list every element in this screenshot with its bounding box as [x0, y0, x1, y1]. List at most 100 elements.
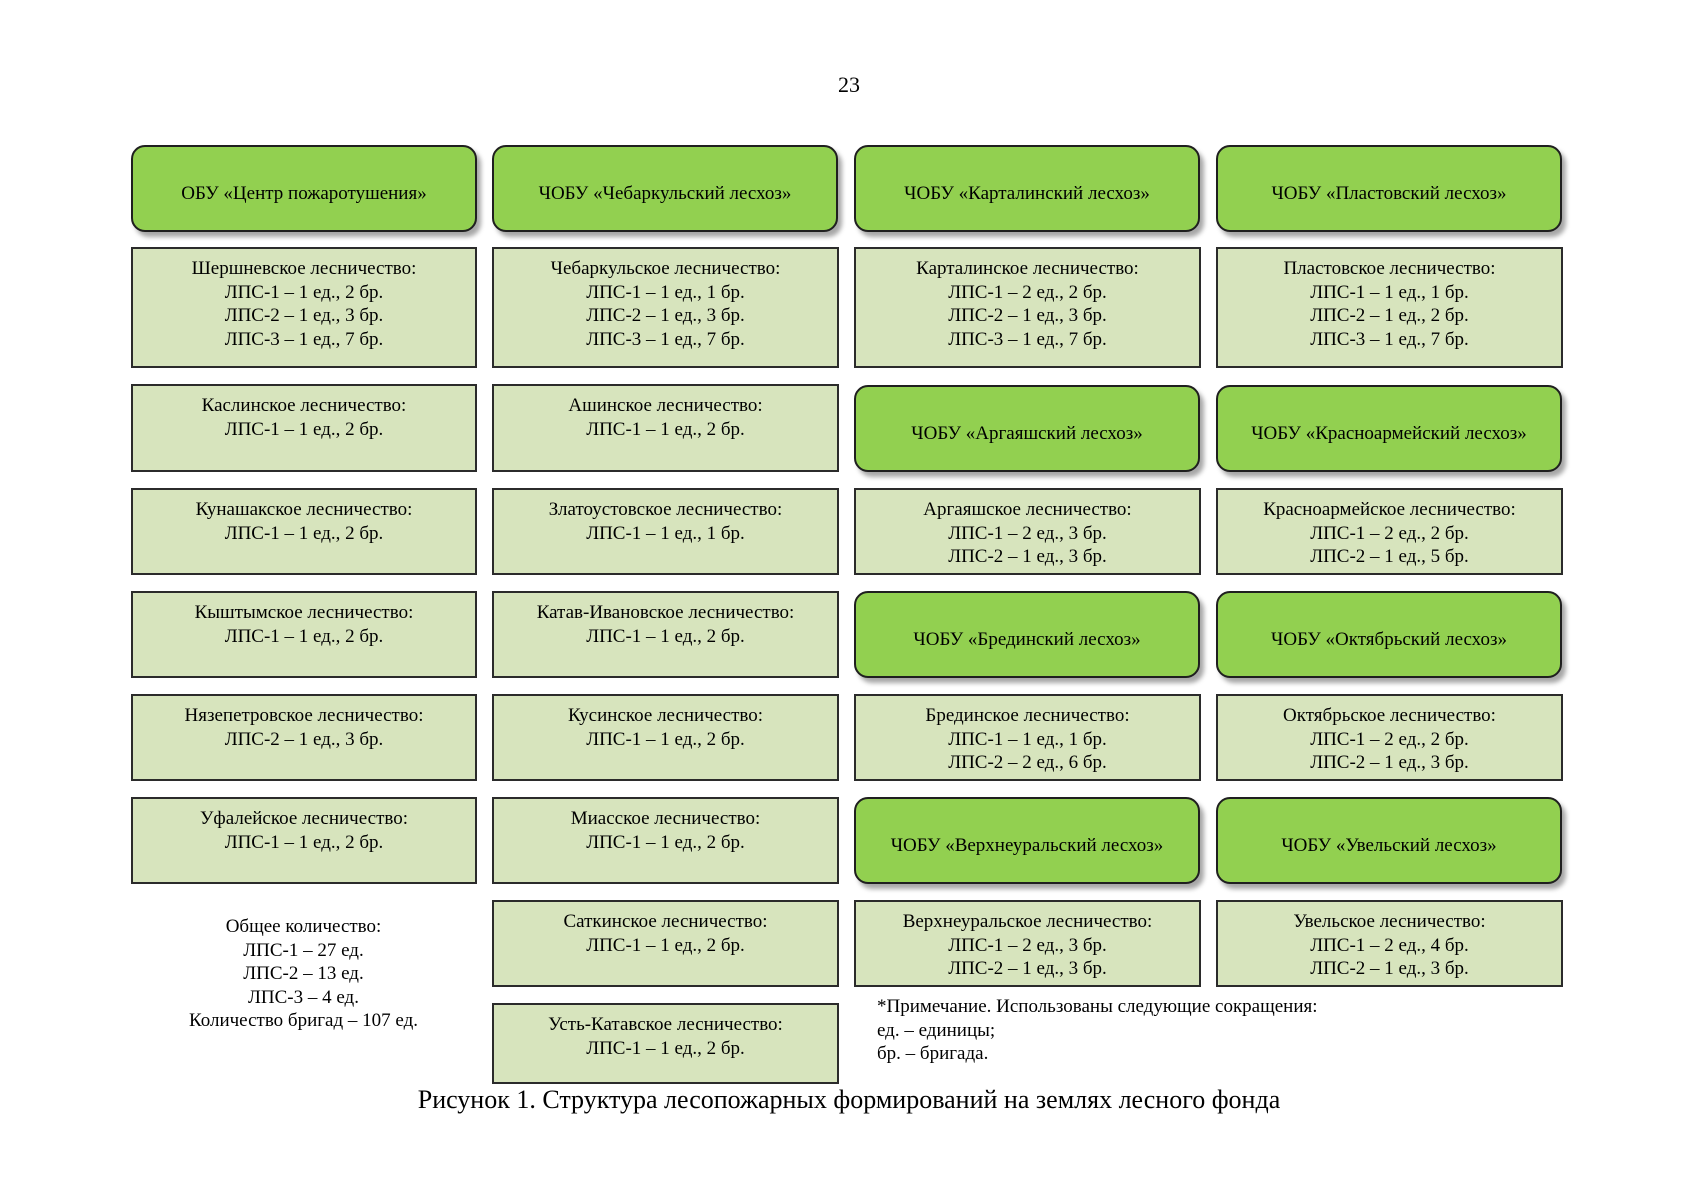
unit-line: ЛПС-2 – 1 ед., 5 бр. [1310, 546, 1469, 567]
org-box-verkhneuralsk: ЧОБУ «Верхнеуральский лесхоз» [854, 797, 1200, 884]
unit-box-kusa: Кусинское лесничество: ЛПС-1 – 1 ед., 2 … [492, 694, 839, 781]
summary-line: ЛПС-3 – 4 ед. [248, 986, 359, 1008]
unit-line: ЛПС-1 – 1 ед., 2 бр. [586, 1037, 745, 1059]
unit-box-kunashak: Кунашакское лесничество: ЛПС-1 – 1 ед., … [131, 488, 477, 575]
unit-line: ЛПС-1 – 1 ед., 1 бр. [586, 522, 745, 544]
unit-line: ЛПС-1 – 1 ед., 2 бр. [224, 281, 384, 303]
unit-line: ЛПС-2 – 2 ед., 6 бр. [948, 752, 1107, 773]
unit-box-miass: Миасское лесничество: ЛПС-1 – 1 ед., 2 б… [492, 797, 839, 884]
unit-title: Кунашакское лесничество: [195, 499, 413, 520]
unit-line: ЛПС-2 – 1 ед., 3 бр. [948, 305, 1107, 326]
unit-box-uvelka: Увельское лесничество: ЛПС-1 – 2 ед., 4 … [1216, 900, 1563, 987]
unit-line: ЛПС-1 – 2 ед., 2 бр. [1310, 522, 1469, 544]
unit-title: Каслинское лесничество: [201, 395, 407, 416]
unit-box-bredy: Брединское лесничество: ЛПС-1 – 1 ед., 1… [854, 694, 1201, 781]
summary-line: Количество бригад – 107 ед. [189, 1010, 418, 1031]
unit-title: Усть-Катавское лесничество: [548, 1014, 783, 1035]
unit-line: ЛПС-1 – 2 ед., 3 бр. [948, 522, 1107, 544]
org-box-center: ОБУ «Центр пожаротушения» [131, 145, 477, 232]
unit-line: ЛПС-1 – 1 ед., 2 бр. [586, 728, 745, 750]
note-line: ед. – единицы; [877, 1019, 996, 1041]
unit-box-krasnoarmeysk: Красноармейское лесничество: ЛПС-1 – 2 е… [1216, 488, 1563, 575]
unit-box-argayash: Аргаяшское лесничество: ЛПС-1 – 2 ед., 3… [854, 488, 1201, 575]
org-box-chebarkul: ЧОБУ «Чебаркульский лесхоз» [492, 145, 838, 232]
unit-title: Чебаркульское лесничество: [550, 258, 781, 279]
org-box-uvelka: ЧОБУ «Увельский лесхоз» [1216, 797, 1562, 884]
summary-line: ЛПС-2 – 13 ед. [243, 963, 364, 984]
unit-line: ЛПС-1 – 2 ед., 3 бр. [948, 934, 1107, 956]
unit-line: ЛПС-2 – 1 ед., 3 бр. [586, 305, 745, 326]
unit-line: ЛПС-2 – 1 ед., 2 бр. [1310, 305, 1469, 326]
unit-title: Златоустовское лесничество: [548, 499, 783, 520]
unit-box-oktyabr: Октябрьское лесничество: ЛПС-1 – 2 ед., … [1216, 694, 1563, 781]
unit-box-plast: Пластовское лесничество: ЛПС-1 – 1 ед., … [1216, 247, 1563, 368]
figure-caption: Рисунок 1. Структура лесопожарных формир… [417, 1085, 1281, 1114]
unit-title: Нязепетровское лесничество: [184, 705, 424, 726]
unit-title: Брединское лесничество: [925, 705, 1130, 726]
org-box-krasnoarmeysk: ЧОБУ «Красноармейский лесхоз» [1216, 385, 1562, 472]
unit-title: Миасское лесничество: [570, 808, 761, 829]
unit-title: Саткинское лесничество: [563, 911, 768, 932]
unit-box-verkhneuralsk: Верхнеуральское лесничество: ЛПС-1 – 2 е… [854, 900, 1201, 987]
unit-line: ЛПС-2 – 1 ед., 3 бр. [1310, 958, 1469, 979]
org-box-oktyabr: ЧОБУ «Октябрьский лесхоз» [1216, 591, 1562, 678]
unit-title: Октябрьское лесничество: [1283, 705, 1496, 726]
unit-title: Кыштымское лесничество: [194, 602, 414, 623]
unit-title: Пластовское лесничество: [1283, 258, 1496, 279]
unit-box-chebarkul: Чебаркульское лесничество: ЛПС-1 – 1 ед.… [492, 247, 839, 368]
unit-title: Шершневское лесничество: [191, 258, 417, 279]
unit-line: ЛПС-1 – 1 ед., 2 бр. [586, 831, 745, 853]
unit-title: Ашинское лесничество: [568, 395, 763, 416]
note-line: бр. – бригада. [877, 1043, 989, 1064]
unit-line: ЛПС-1 – 1 ед., 1 бр. [586, 281, 745, 303]
unit-line: ЛПС-2 – 1 ед., 3 бр. [948, 958, 1107, 979]
unit-title: Аргаяшское лесничество: [923, 499, 1132, 520]
unit-title: Уфалейское лесничество: [199, 808, 409, 829]
org-box-argayash: ЧОБУ «Аргаяшский лесхоз» [854, 385, 1200, 472]
unit-line: ЛПС-3 – 1 ед., 7 бр. [586, 328, 745, 350]
unit-line: ЛПС-2 – 1 ед., 3 бр. [1310, 752, 1469, 773]
unit-line: ЛПС-2 – 1 ед., 3 бр. [224, 305, 384, 326]
unit-line: ЛПС-2 – 1 ед., 3 бр. [948, 546, 1107, 567]
unit-title: Красноармейское лесничество: [1263, 499, 1516, 520]
unit-line: ЛПС-3 – 1 ед., 7 бр. [948, 328, 1107, 350]
unit-line: ЛПС-2 – 1 ед., 3 бр. [224, 728, 384, 750]
unit-line: ЛПС-1 – 1 ед., 2 бр. [586, 625, 745, 647]
unit-line: ЛПС-1 – 2 ед., 4 бр. [1310, 934, 1469, 956]
note-title: *Примечание. Использованы следующие сокр… [877, 996, 1318, 1017]
unit-box-kasli: Каслинское лесничество: ЛПС-1 – 1 ед., 2… [131, 384, 477, 472]
unit-line: ЛПС-1 – 1 ед., 2 бр. [586, 934, 745, 956]
unit-line: ЛПС-1 – 1 ед., 2 бр. [224, 418, 384, 440]
org-box-bredy: ЧОБУ «Брединский лесхоз» [854, 591, 1200, 678]
unit-line: ЛПС-1 – 1 ед., 1 бр. [1310, 281, 1469, 303]
abbreviation-note: *Примечание. Использованы следующие сокр… [877, 995, 1597, 1066]
unit-line: ЛПС-1 – 2 ед., 2 бр. [1310, 728, 1469, 750]
unit-line: ЛПС-1 – 1 ед., 1 бр. [948, 728, 1107, 750]
unit-line: ЛПС-1 – 1 ед., 2 бр. [224, 831, 384, 853]
unit-box-ufaley: Уфалейское лесничество: ЛПС-1 – 1 ед., 2… [131, 797, 477, 884]
summary-line: ЛПС-1 – 27 ед. [243, 939, 364, 961]
unit-box-zlatoust: Златоустовское лесничество: ЛПС-1 – 1 ед… [492, 488, 839, 575]
unit-line: ЛПС-1 – 1 ед., 2 бр. [224, 625, 384, 647]
unit-title: Карталинское лесничество: [916, 258, 1139, 279]
unit-line: ЛПС-1 – 1 ед., 2 бр. [586, 418, 745, 440]
unit-title: Увельское лесничество: [1293, 911, 1486, 932]
unit-line: ЛПС-3 – 1 ед., 7 бр. [1310, 328, 1469, 350]
unit-line: ЛПС-1 – 1 ед., 2 бр. [224, 522, 384, 544]
unit-box-nyazepetrovsk: Нязепетровское лесничество: ЛПС-2 – 1 ед… [131, 694, 477, 781]
unit-box-kartaly: Карталинское лесничество: ЛПС-1 – 2 ед.,… [854, 247, 1201, 368]
unit-title: Катав-Ивановское лесничество: [536, 602, 795, 623]
org-box-plast: ЧОБУ «Пластовский лесхоз» [1216, 145, 1562, 232]
page-number: 23 [838, 72, 860, 97]
unit-title: Верхнеуральское лесничество: [902, 911, 1153, 932]
unit-box-satka: Саткинское лесничество: ЛПС-1 – 1 ед., 2… [492, 900, 839, 987]
unit-line: ЛПС-1 – 2 ед., 2 бр. [948, 281, 1107, 303]
total-summary: Общее количество: ЛПС-1 – 27 ед. ЛПС-2 –… [131, 915, 476, 1033]
unit-box-shershni: Шершневское лесничество: ЛПС-1 – 1 ед., … [131, 247, 477, 368]
unit-box-katav: Катав-Ивановское лесничество: ЛПС-1 – 1 … [492, 591, 839, 678]
summary-title: Общее количество: [225, 916, 382, 937]
unit-box-ust-katav: Усть-Катавское лесничество: ЛПС-1 – 1 ед… [492, 1003, 839, 1084]
unit-line: ЛПС-3 – 1 ед., 7 бр. [224, 328, 384, 350]
unit-box-kyshtym: Кыштымское лесничество: ЛПС-1 – 1 ед., 2… [131, 591, 477, 678]
unit-box-asha: Ашинское лесничество: ЛПС-1 – 1 ед., 2 б… [492, 384, 839, 472]
